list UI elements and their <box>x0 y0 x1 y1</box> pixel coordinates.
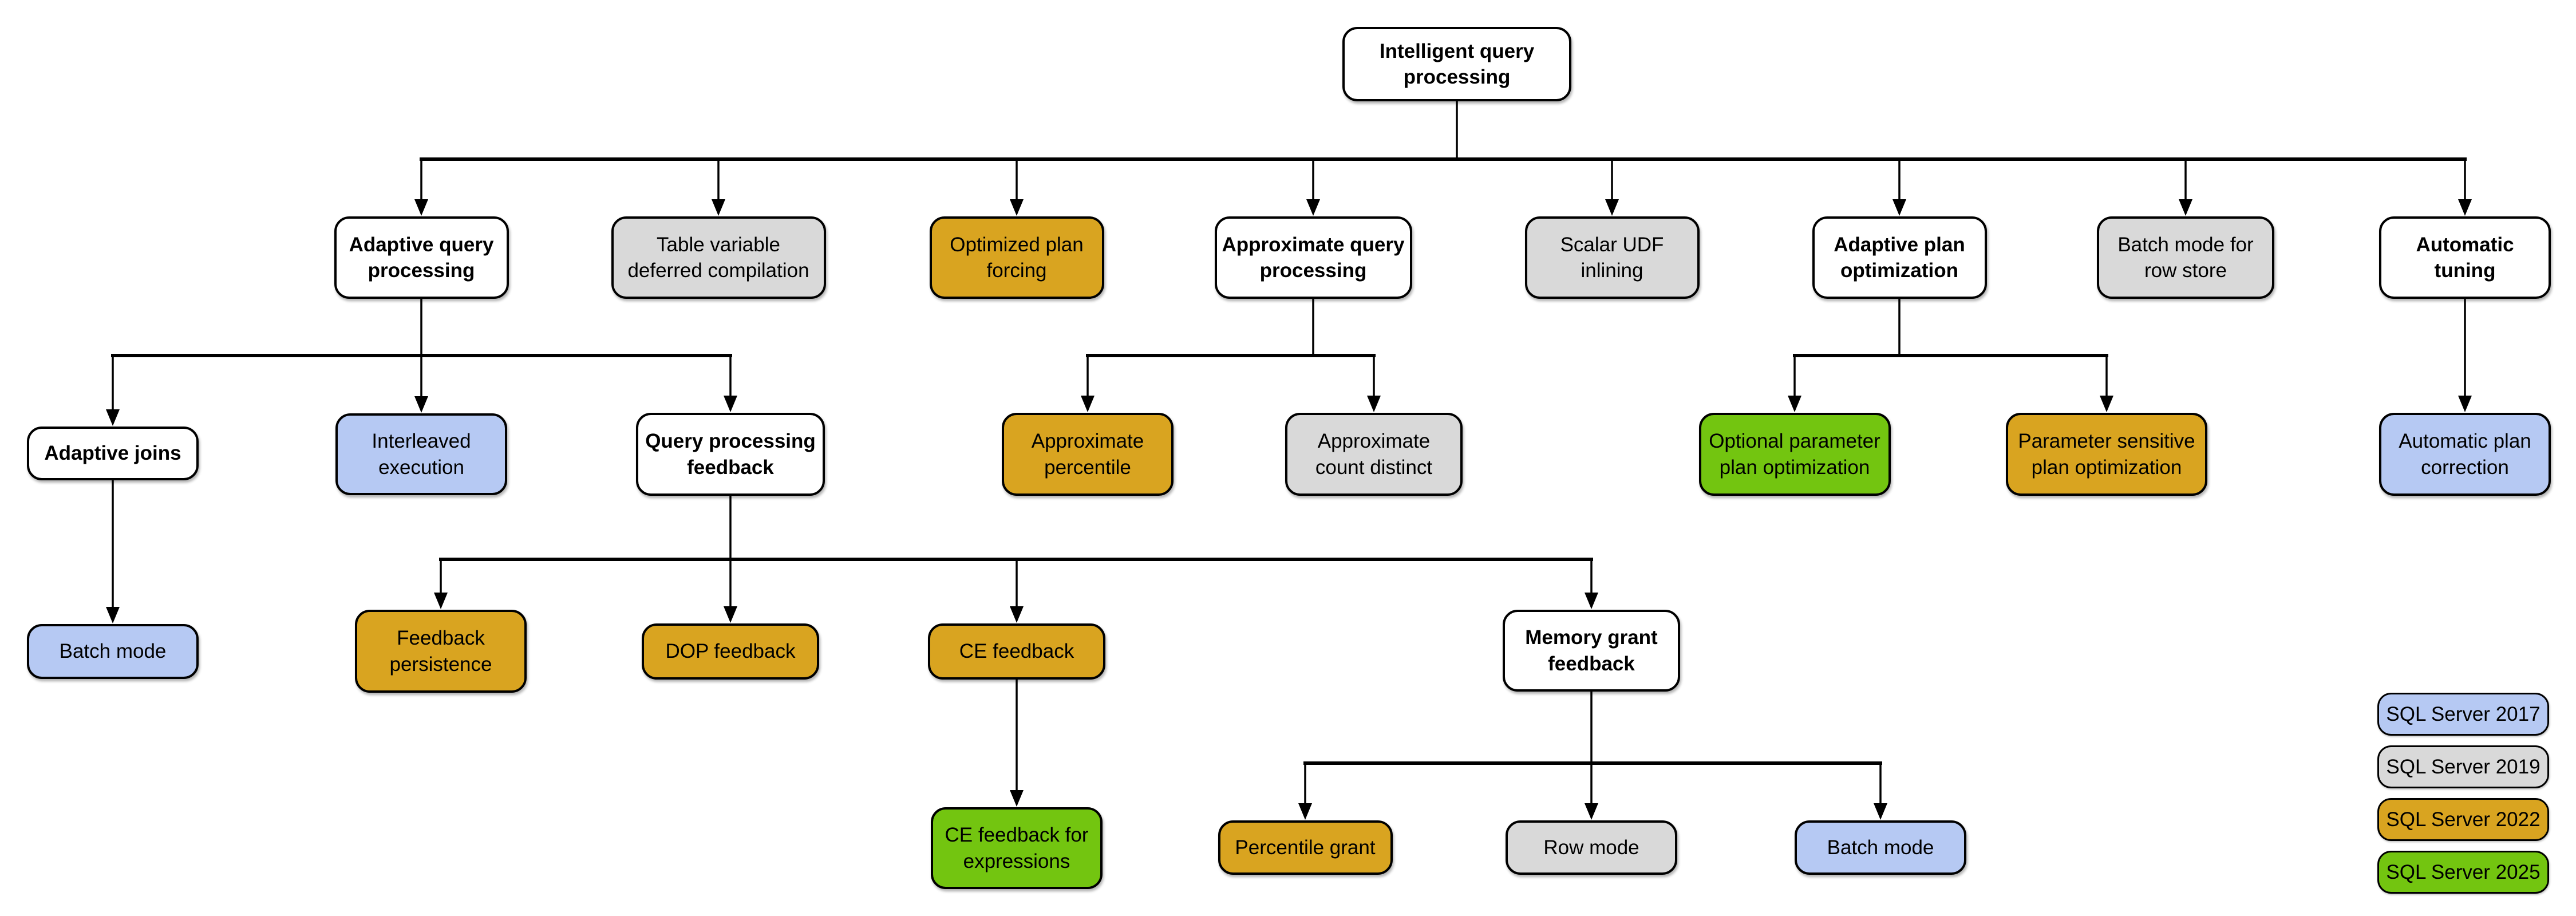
node-query-processing-feedback: Query processing feedback <box>636 413 825 496</box>
node-approximate-percentile: Approximate percentile <box>1002 413 1174 496</box>
legend-sql-server-2017: SQL Server 2017 <box>2377 693 2549 736</box>
legend-sql-server-2025: SQL Server 2025 <box>2377 851 2549 894</box>
node-optional-parameter-plan-optimization: Optional parameter plan optimization <box>1698 413 1891 496</box>
node-automatic-plan-correction: Automatic plan correction <box>2379 413 2551 496</box>
node-approximate-query-processing: Approximate query processing <box>1214 216 1412 299</box>
node-batch-mode-adaptive-joins: Batch mode <box>27 624 199 679</box>
node-adaptive-query-processing: Adaptive query processing <box>334 216 509 299</box>
legend-sql-server-2022: SQL Server 2022 <box>2377 798 2549 841</box>
node-percentile-grant: Percentile grant <box>1218 820 1393 875</box>
node-memory-grant-feedback: Memory grant feedback <box>1503 610 1680 692</box>
legend-sql-server-2019: SQL Server 2019 <box>2377 745 2549 788</box>
node-adaptive-plan-optimization: Adaptive plan optimization <box>1812 216 1987 299</box>
node-row-mode: Row mode <box>1506 820 1677 875</box>
node-interleaved-execution: Interleaved execution <box>335 413 507 495</box>
node-batch-mode-for-row-store: Batch mode for row store <box>2097 216 2274 299</box>
node-batch-mode-memory-grant: Batch mode <box>1795 820 1966 875</box>
node-scalar-udf-inlining: Scalar UDF inlining <box>1524 216 1700 299</box>
node-adaptive-joins: Adaptive joins <box>27 427 199 480</box>
node-optimized-plan-forcing: Optimized plan forcing <box>929 216 1104 299</box>
node-table-variable-deferred-compilation: Table variable deferred compilation <box>611 216 826 299</box>
node-ce-feedback: CE feedback <box>928 623 1105 680</box>
node-automatic-tuning: Automatic tuning <box>2379 216 2551 299</box>
node-intelligent-query-processing: Intelligent query processing <box>1342 27 1571 101</box>
node-feedback-persistence: Feedback persistence <box>355 610 527 693</box>
node-dop-feedback: DOP feedback <box>642 623 819 680</box>
node-parameter-sensitive-plan-optimization: Parameter sensitive plan optimization <box>2006 413 2207 496</box>
node-approximate-count-distinct: Approximate count distinct <box>1285 413 1463 496</box>
node-ce-feedback-for-expressions: CE feedback for expressions <box>931 807 1103 889</box>
